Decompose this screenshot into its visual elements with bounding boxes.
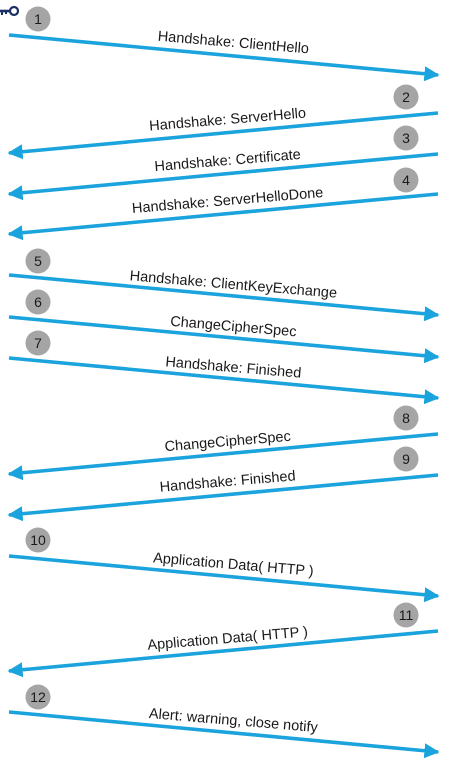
step-number: 2: [402, 89, 410, 105]
message-arrow-right: [8, 33, 440, 82]
message-label: ChangeCipherSpec: [164, 429, 291, 456]
message-arrow-right: [8, 554, 440, 603]
step-badge: [393, 84, 419, 110]
message-arrow-right: [8, 710, 440, 759]
message-arrow-left: [7, 192, 439, 241]
message-arrow-right: [8, 356, 440, 405]
message-label: Handshake: ServerHello: [149, 105, 307, 134]
step-number: 12: [30, 689, 46, 705]
step-number: 10: [30, 532, 46, 548]
message-arrow-left: [7, 432, 439, 481]
step-badge: [25, 684, 51, 710]
message-arrow-right: [8, 273, 440, 322]
key-icon: [0, 5, 20, 17]
step-number: 1: [34, 11, 42, 27]
step-badge: [393, 602, 419, 628]
step-number: 3: [402, 130, 410, 146]
step-number: 4: [402, 172, 410, 188]
message-label: Handshake: Certificate: [154, 147, 302, 175]
step-badge: [393, 446, 419, 472]
step-badge: [25, 330, 51, 356]
step-badge: [25, 6, 51, 32]
message-arrow-left: [7, 111, 439, 160]
step-badge: [25, 527, 51, 553]
step-number: 8: [402, 410, 410, 426]
step-badge: [25, 289, 51, 315]
step-number: 9: [402, 451, 410, 467]
message-arrow-left: [7, 629, 439, 678]
step-number: 6: [34, 294, 42, 310]
step-number: 5: [34, 253, 42, 269]
step-number: 11: [399, 607, 414, 623]
step-badge: [393, 125, 419, 151]
step-badge: [393, 405, 419, 431]
step-badge: [25, 248, 51, 274]
step-number: 7: [34, 335, 42, 351]
message-arrow-left: [7, 473, 439, 522]
message-arrow-left: [7, 152, 439, 201]
step-badge: [393, 167, 419, 193]
message-arrow-right: [8, 315, 440, 364]
message-label: Handshake: ClientHello: [157, 29, 309, 58]
